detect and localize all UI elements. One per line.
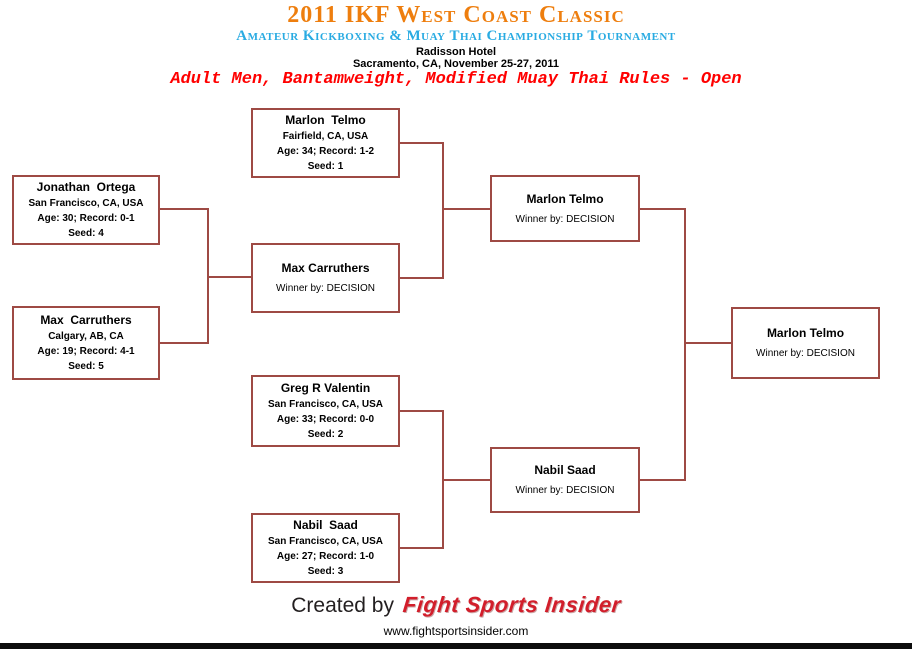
bracket-connector xyxy=(400,410,444,412)
bracket-box-qf-winner: Max Carruthers Winner by: DECISION xyxy=(251,243,400,313)
bracket-connector xyxy=(684,208,686,481)
bracket-connector xyxy=(160,208,209,210)
bracket-connector xyxy=(160,342,209,344)
fighter-location: San Francisco, CA, USA xyxy=(267,399,384,410)
bracket-connector xyxy=(640,208,686,210)
fighter-age-record: Age: 27; Record: 1-0 xyxy=(276,551,375,562)
winner-method: Winner by: DECISION xyxy=(515,485,615,496)
tournament-subtitle: Amateur Kickboxing & Muay Thai Champions… xyxy=(236,28,676,44)
fighter-seed: Seed: 5 xyxy=(68,361,104,372)
fighter-seed: Seed: 4 xyxy=(68,228,104,239)
fighter-age-record: Age: 30; Record: 0-1 xyxy=(37,213,135,224)
bracket-connector xyxy=(640,479,686,481)
fighter-name: Marlon Telmo xyxy=(285,113,366,127)
fighter-name: Max Carruthers xyxy=(40,313,132,327)
winner-name: Nabil Saad xyxy=(534,463,596,477)
fighter-seed: Seed: 1 xyxy=(307,161,344,172)
bracket-box-seed4: Jonathan Ortega San Francisco, CA, USA A… xyxy=(12,175,160,245)
bracket-connector xyxy=(400,142,444,144)
winner-name: Marlon Telmo xyxy=(766,326,845,340)
bracket-box-sf-bottom-winner: Nabil Saad Winner by: DECISION xyxy=(490,447,640,513)
bracket-box-seed3: Nabil Saad San Francisco, CA, USA Age: 2… xyxy=(251,513,400,583)
bracket-connector xyxy=(442,479,490,481)
winner-name: Max Carruthers xyxy=(281,261,370,275)
bracket-connector xyxy=(207,276,251,278)
bracket-box-champion: Marlon Telmo Winner by: DECISION xyxy=(731,307,880,379)
fighter-name: Nabil Saad xyxy=(293,518,358,532)
bracket-box-sf-top-winner: Marlon Telmo Winner by: DECISION xyxy=(490,175,640,242)
fighter-location: Calgary, AB, CA xyxy=(48,331,124,342)
winner-method: Winner by: DECISION xyxy=(756,348,855,359)
tournament-title: 2011 IKF West Coast Classic xyxy=(287,2,625,28)
bracket-connector xyxy=(400,277,444,279)
fighter-location: Fairfield, CA, USA xyxy=(282,131,369,142)
fighter-name: Greg R Valentin xyxy=(280,381,371,395)
bracket-box-seed1: Marlon Telmo Fairfield, CA, USA Age: 34;… xyxy=(251,108,400,178)
event-location-date: Sacramento, CA, November 25-27, 2011 xyxy=(352,58,560,70)
winner-method: Winner by: DECISION xyxy=(515,213,615,225)
bracket-connector xyxy=(442,142,444,279)
fighter-location: San Francisco, CA, USA xyxy=(28,198,144,209)
bracket-box-seed5: Max Carruthers Calgary, AB, CA Age: 19; … xyxy=(12,306,160,380)
fighter-name: Jonathan Ortega xyxy=(36,180,136,194)
division-title: Adult Men, Bantamweight, Modified Muay T… xyxy=(170,70,742,89)
fighter-location: San Francisco, CA, USA xyxy=(267,536,384,547)
bracket-connector xyxy=(684,342,731,344)
footer-credit: Created by Fight Sports Insider xyxy=(0,592,912,618)
fighter-age-record: Age: 34; Record: 1-2 xyxy=(276,146,375,157)
fighter-age-record: Age: 33; Record: 0-0 xyxy=(276,414,375,425)
fighter-seed: Seed: 3 xyxy=(307,566,344,577)
bottom-black-bar xyxy=(0,643,912,649)
created-by-text: Created by xyxy=(291,594,394,617)
winner-method: Winner by: DECISION xyxy=(276,283,375,294)
fighter-age-record: Age: 19; Record: 4-1 xyxy=(37,346,135,357)
venue-name: Radisson Hotel xyxy=(415,46,497,58)
bracket-connector xyxy=(400,547,444,549)
bracket-box-seed2: Greg R Valentin San Francisco, CA, USA A… xyxy=(251,375,400,447)
fighter-seed: Seed: 2 xyxy=(307,429,344,440)
website-url: www.fightsportsinsider.com xyxy=(383,624,529,638)
bracket-connector xyxy=(442,208,490,210)
winner-name: Marlon Telmo xyxy=(526,191,604,206)
brand-logo-text: Fight Sports Insider xyxy=(401,592,623,617)
